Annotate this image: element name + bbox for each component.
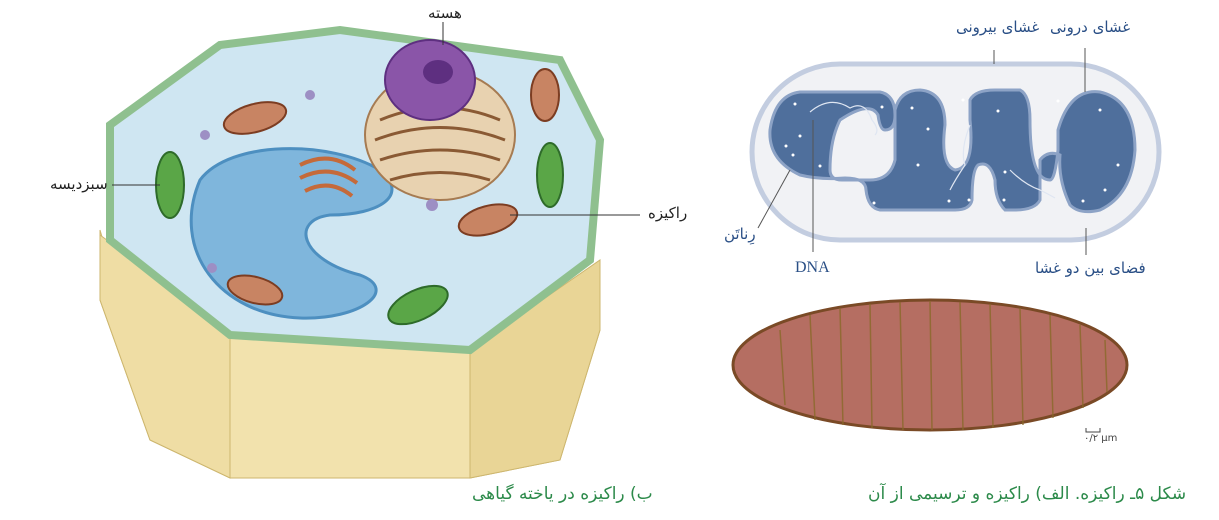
label-ribosome: رِناتَن [724, 225, 756, 243]
label-dna: DNA [795, 259, 830, 276]
scale-bar [1085, 428, 1101, 433]
label-outer-membrane: غشای بیرونی [956, 18, 1040, 36]
caption-mitochondrion: شکل ۵ـ راکیزه. الف) راکیزه و ترسیمی از آ… [868, 484, 1187, 504]
ribosomes [784, 98, 1120, 205]
label-mitochondrion: راکیزه [648, 204, 688, 222]
label-intermembrane-space: فضای بین دو غشا [1035, 259, 1146, 277]
inner-membrane-matrix [768, 88, 1137, 214]
label-nucleus: هسته [428, 4, 462, 22]
chloroplasts [155, 142, 564, 326]
label-chloroplast: سبزدیسه [50, 175, 108, 193]
plant-cell-illustration [99, 22, 640, 479]
caption-plant-cell: ب) راکیزه در یاخته گیاهی [472, 484, 653, 504]
mitochondrion-micrograph [731, 298, 1129, 432]
scale-bar-label: ۰/۲ µm [1084, 433, 1118, 444]
label-inner-membrane: غشای درونی [1050, 18, 1131, 36]
dna-strands [809, 101, 1056, 199]
mitochondria [222, 68, 560, 306]
golgi [299, 156, 359, 198]
